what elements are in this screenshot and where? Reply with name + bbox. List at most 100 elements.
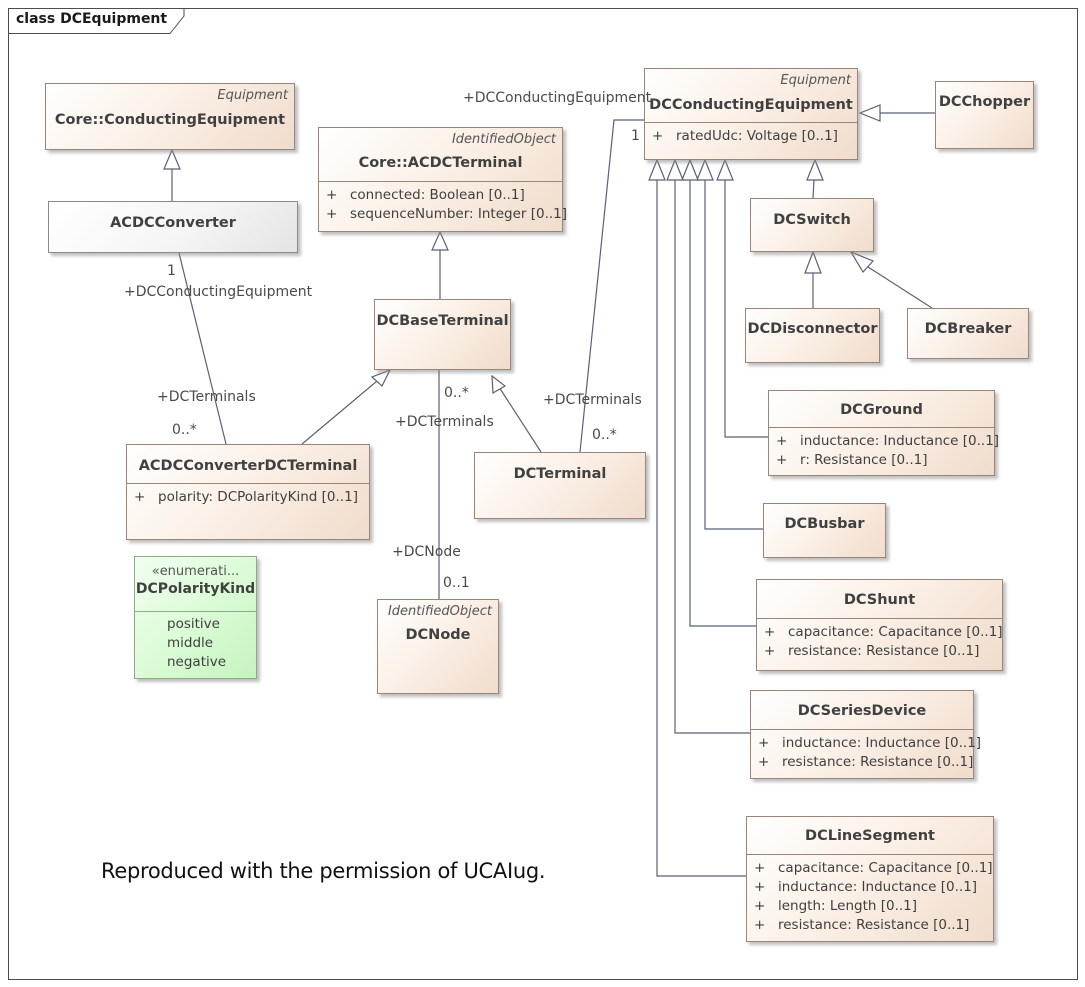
gen-dcbusbar-line: [704, 180, 763, 530]
gen-arrow-conducting-equipment: [163, 148, 181, 170]
permission-note: Reproduced with the permission of UCAIug…: [101, 859, 546, 883]
class-dc-node[interactable]: IdentifiedObject DCNode: [377, 599, 499, 694]
attribute-row: +polarity: DCPolarityKind [0..1]: [134, 489, 358, 505]
class-dc-conducting-equipment[interactable]: Equipment DCConductingEquipment +ratedUd…: [644, 68, 858, 160]
class-name: DCNode: [405, 627, 471, 643]
literals-compartment: positive middle negative: [135, 611, 256, 672]
class-core-conducting-equipment[interactable]: Equipment Core::ConductingEquipment: [45, 83, 295, 150]
assoc-role-label: +DCTerminals: [395, 414, 494, 430]
class-name: DCBusbar: [784, 516, 865, 532]
class-dc-chopper[interactable]: DCChopper: [935, 81, 1034, 149]
stereotype-label: Equipment: [217, 88, 288, 103]
attributes-compartment: +inductance: Inductance [0..1] +resistan…: [751, 729, 982, 772]
class-acdc-converter-dc-terminal[interactable]: ACDCConverterDCTerminal +polarity: DCPol…: [126, 444, 370, 540]
gen-arrow-busbar: [696, 158, 714, 181]
assoc-role-label: +DCTerminals: [543, 392, 642, 408]
attribute-row: +resistance: Resistance [0..1]: [758, 754, 974, 770]
assoc-multiplicity: 0..1: [443, 575, 470, 591]
stereotype-label: IdentifiedObject: [451, 132, 556, 147]
class-name: Core::ConductingEquipment: [54, 112, 286, 128]
attributes-compartment: +capacitance: Capacitance [0..1] +induct…: [747, 854, 993, 935]
gen-arrow-linesegment: [648, 158, 666, 181]
attribute-row: +connected: Boolean [0..1]: [326, 187, 525, 203]
attribute-row: +resistance: Resistance [0..1]: [764, 643, 980, 659]
attribute-row: +inductance: Inductance [0..1]: [758, 735, 982, 751]
gen-arrow-ground: [716, 158, 734, 181]
gen-dcterminal-line: [498, 386, 542, 453]
attributes-compartment: +ratedUdc: Voltage [0..1]: [645, 122, 857, 146]
assoc-multiplicity: 1: [631, 128, 640, 144]
enum-literal: positive: [167, 616, 220, 632]
attributes-compartment: +connected: Boolean [0..1] +sequenceNumb…: [319, 181, 568, 224]
attribute-row: +capacitance: Capacitance [0..1]: [764, 624, 1003, 640]
class-name: DCChopper: [938, 94, 1031, 110]
frame-tab: [8, 8, 185, 34]
gen-dclinesegment-line: [656, 180, 746, 877]
assoc-role-label: +DCConductingEquipment: [124, 284, 313, 300]
enum-dc-polarity-kind[interactable]: «enumerati... DCPolarityKind positive mi…: [134, 556, 257, 679]
class-name: DCBaseTerminal: [376, 313, 509, 329]
class-dc-breaker[interactable]: DCBreaker: [907, 308, 1029, 359]
assoc-role-label: +DCTerminals: [157, 389, 256, 405]
gen-arrow-seriesdevice: [666, 158, 684, 181]
class-name: DCShunt: [843, 592, 916, 608]
attribute-row: +capacitance: Capacitance [0..1]: [754, 860, 993, 876]
class-name: DCPolarityKind: [135, 581, 256, 597]
class-acdc-converter[interactable]: ACDCConverter: [48, 201, 298, 253]
assoc-multiplicity: 0..*: [444, 385, 469, 401]
class-dc-ground[interactable]: DCGround +inductance: Inductance [0..1] …: [768, 390, 1000, 476]
gen-arrow-shunt: [681, 158, 699, 181]
gen-dcswitch-line: [812, 179, 815, 199]
gen-arrow-acdc-terminal: [431, 230, 449, 251]
gen-arrow-switch: [806, 158, 824, 181]
class-dc-base-terminal[interactable]: DCBaseTerminal: [374, 299, 511, 370]
gen-arrow-disconnector: [804, 250, 822, 274]
assoc-multiplicity: 0..*: [592, 427, 617, 443]
class-dc-line-segment[interactable]: DCLineSegment +capacitance: Capacitance …: [746, 816, 994, 942]
attribute-row: +ratedUdc: Voltage [0..1]: [652, 128, 838, 144]
gen-dcground-line: [724, 180, 768, 438]
class-name: DCGround: [840, 402, 923, 418]
class-dc-disconnector[interactable]: DCDisconnector: [745, 308, 880, 363]
class-dc-switch[interactable]: DCSwitch: [750, 198, 874, 252]
class-name: ACDCConverter: [110, 215, 236, 231]
attribute-row: +inductance: Inductance [0..1]: [754, 879, 978, 895]
assoc-converter-terminal: [178, 252, 227, 445]
class-core-acdc-terminal[interactable]: IdentifiedObject Core::ACDCTerminal +con…: [318, 127, 568, 232]
class-dc-terminal[interactable]: DCTerminal: [474, 452, 646, 519]
attributes-compartment: +inductance: Inductance [0..1] +r: Resis…: [769, 427, 1000, 470]
class-dc-busbar[interactable]: DCBusbar: [763, 503, 886, 558]
stereotype-label: «enumerati...: [151, 564, 240, 579]
attribute-row: +sequenceNumber: Integer [0..1]: [326, 206, 568, 222]
attributes-compartment: +polarity: DCPolarityKind [0..1]: [127, 483, 369, 507]
stereotype-label: Equipment: [780, 73, 851, 88]
gen-dcshunt-line: [689, 180, 756, 627]
class-dc-series-device[interactable]: DCSeriesDevice +inductance: Inductance […: [750, 690, 982, 779]
enum-literal: middle: [167, 635, 214, 651]
assoc-equipment-dcterminal: [579, 119, 644, 453]
gen-arrow-base-terminal-right: [491, 374, 507, 395]
gen-arrow-chopper: [858, 104, 881, 122]
attribute-row: +inductance: Inductance [0..1]: [776, 433, 1000, 449]
class-name: DCLineSegment: [805, 828, 935, 844]
gen-arrow-breaker: [849, 250, 875, 274]
gen-dcbreaker-line: [867, 266, 933, 309]
attributes-compartment: +capacitance: Capacitance [0..1] +resist…: [757, 618, 1003, 661]
attribute-row: +length: Length [0..1]: [754, 898, 918, 914]
class-name: DCConductingEquipment: [649, 97, 853, 113]
class-name: Core::ACDCTerminal: [358, 155, 523, 171]
class-name: DCSwitch: [773, 212, 851, 228]
class-name: DCBreaker: [924, 321, 1012, 337]
gen-arrow-base-terminal-left: [370, 368, 392, 387]
enum-literal: negative: [167, 654, 227, 670]
class-dc-shunt[interactable]: DCShunt +capacitance: Capacitance [0..1]…: [756, 579, 1003, 671]
diagram-title: class DCEquipment: [16, 11, 168, 27]
class-name: DCSeriesDevice: [797, 703, 927, 719]
assoc-role-label: +DCConductingEquipment: [463, 90, 652, 106]
assoc-role-label: +DCNode: [392, 544, 461, 560]
stereotype-label: IdentifiedObject: [387, 604, 492, 619]
gen-acdcconverterdcterminal-line: [301, 380, 378, 445]
attribute-row: +r: Resistance [0..1]: [776, 452, 928, 468]
class-name: DCDisconnector: [747, 321, 878, 337]
class-name: DCTerminal: [513, 466, 607, 482]
